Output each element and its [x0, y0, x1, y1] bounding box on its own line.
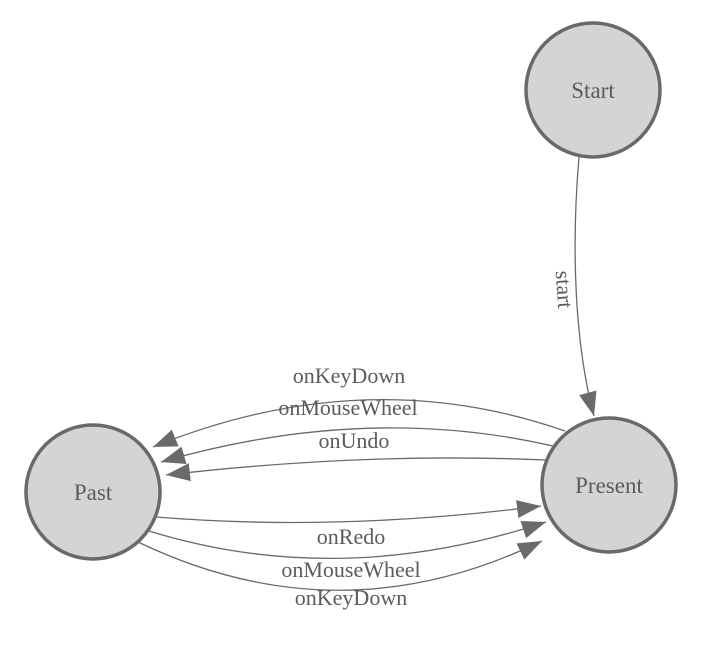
node-start: Start [524, 21, 662, 159]
node-circle-start [524, 21, 662, 159]
node-circle-present [540, 416, 678, 554]
edge-label-past-to-present-onmousewheel: onMouseWheel [281, 557, 420, 582]
edge-label-present-to-past-onmousewheel: onMouseWheel [278, 395, 417, 420]
node-circle-past [24, 423, 162, 561]
edge-label-past-to-present-onkeydown: onKeyDown [295, 585, 407, 610]
edge-label-present-to-past-onundo: onUndo [319, 428, 390, 453]
node-past: Past [24, 423, 162, 561]
edge-past-to-present-onkeydown [137, 540, 543, 591]
edge-past-to-present-onredo [155, 500, 542, 524]
edge-label-past-to-present-onredo: onRedo [317, 524, 385, 549]
edge-present-to-past-onmousewheel [160, 427, 554, 464]
edge-past-to-present-onmousewheel [148, 520, 547, 560]
node-label-present: Present [575, 473, 643, 498]
edge-labels-layer: start onKeyDown onMouseWheel onUndo onRedo on… [278, 270, 578, 610]
edge-label-start-to-present-start: start [551, 270, 579, 310]
edge-start-to-present-start [574, 156, 597, 417]
node-label-past: Past [74, 480, 113, 505]
edge-present-to-past-onkeydown [152, 399, 566, 448]
node-present: Present [540, 416, 678, 554]
edge-label-present-to-past-onkeydown: onKeyDown [293, 363, 405, 388]
edge-present-to-past-onundo [165, 457, 547, 482]
edges-layer [137, 156, 597, 591]
node-label-start: Start [571, 78, 615, 103]
